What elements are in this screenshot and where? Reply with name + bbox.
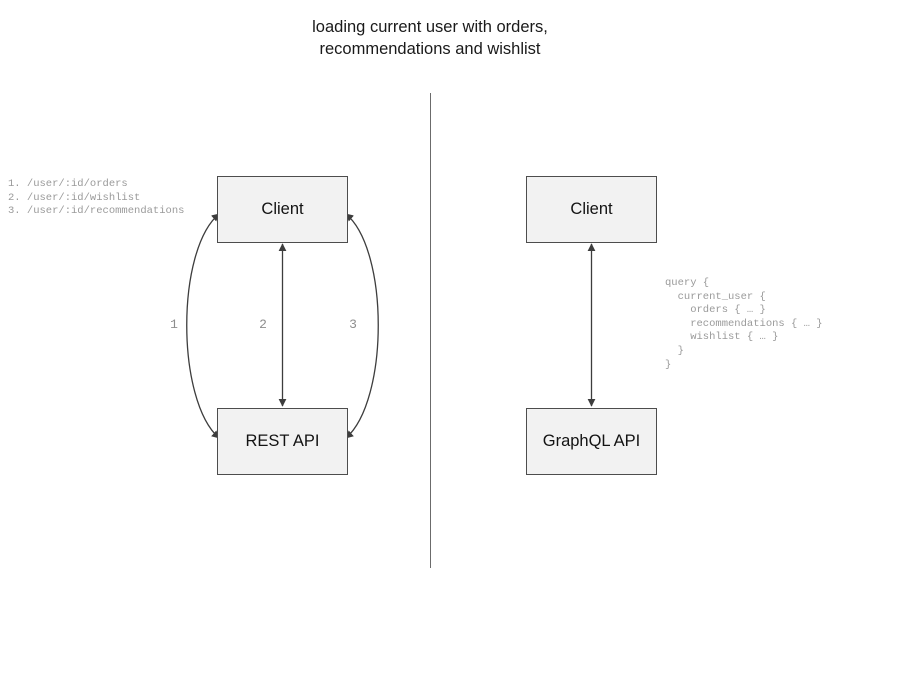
node-rest-api[interactable]: REST API xyxy=(217,408,348,475)
panel-divider xyxy=(430,93,431,568)
rest-endpoint-list: 1. /user/:id/orders 2. /user/:id/wishlis… xyxy=(8,178,185,218)
arrow-label-2: 2 xyxy=(259,317,267,332)
page-title: loading current user with orders, recomm… xyxy=(312,18,548,58)
node-graphql-api-label: GraphQL API xyxy=(542,432,641,450)
arrow-rest-1 xyxy=(186,213,220,439)
node-rest-client-label: Client xyxy=(261,200,304,218)
node-graphql-client-label: Client xyxy=(570,200,613,218)
graphql-query-block: query { current_user { orders { … } reco… xyxy=(665,277,823,371)
node-graphql-api[interactable]: GraphQL API xyxy=(526,408,657,475)
node-graphql-client[interactable]: Client xyxy=(526,176,657,243)
arrow-label-1: 1 xyxy=(170,317,178,332)
node-rest-api-label: REST API xyxy=(245,432,320,450)
arrow-label-3: 3 xyxy=(349,317,357,332)
node-rest-client[interactable]: Client xyxy=(217,176,348,243)
